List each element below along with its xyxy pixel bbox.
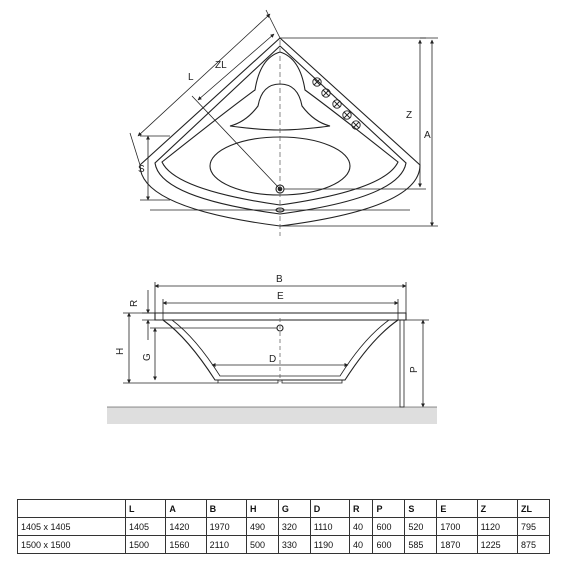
side-view-tub-body (162, 319, 399, 381)
side-view-feet (217, 379, 343, 384)
table-cell: 1420 (165, 517, 207, 536)
table-cell: 795 (516, 517, 551, 536)
dim-label-d: D (269, 354, 276, 365)
table-header-cell: Z (476, 499, 518, 518)
drawing-canvas: L ZL S Z A (107, 9, 438, 424)
table-cell: 600 (372, 535, 406, 554)
table-cell: 1700 (436, 517, 478, 536)
support-leg (399, 319, 405, 408)
table-header-cell: A (165, 499, 207, 518)
table-header-row: L A B H G D R P S E Z ZL (17, 499, 551, 518)
table-cell: 1500 (124, 535, 167, 554)
table-row: 1405 x 1405 1405 1420 1970 490 320 1110 … (17, 517, 551, 536)
table-cell: 2110 (205, 535, 247, 554)
jet-icon (351, 120, 361, 130)
table-header-cell: ZL (516, 499, 551, 518)
table-cell: 40 (348, 535, 374, 554)
dim-label-r: R (129, 300, 140, 307)
side-view (154, 312, 407, 408)
table-cell: 1500 x 1500 (17, 535, 126, 554)
table-cell: 40 (348, 517, 374, 536)
table-row: 1500 x 1500 1500 1560 2110 500 330 1190 … (17, 535, 551, 554)
side-view-dimensions (123, 282, 429, 408)
top-view-inner-rim (154, 45, 407, 215)
table-header-cell: H (245, 499, 279, 518)
table-cell: 875 (516, 535, 551, 554)
floor (107, 407, 437, 424)
table-cell: 1225 (476, 535, 518, 554)
table-cell: 1870 (436, 535, 478, 554)
dim-label-zl: ZL (215, 60, 227, 71)
massage-jets (312, 77, 361, 130)
dimensions-table: L A B H G D R P S E Z ZL 1405 x 1405 140… (17, 499, 551, 554)
table-header-cell: S (404, 499, 438, 518)
dim-label-z: Z (406, 110, 412, 121)
table-header-cell: G (277, 499, 311, 518)
table-cell: 1120 (476, 517, 518, 536)
table-cell: 1110 (309, 517, 350, 536)
table-header-cell: E (436, 499, 478, 518)
dim-label-e: E (277, 291, 284, 302)
table-cell: 490 (245, 517, 279, 536)
table-header-cell: L (124, 499, 167, 518)
dim-label-s: S (138, 164, 145, 175)
table-cell: 520 (404, 517, 438, 536)
table-cell: 1405 (124, 517, 167, 536)
table-header-cell: P (372, 499, 406, 518)
table-header-cell: D (309, 499, 350, 518)
jet-icon (321, 88, 331, 98)
jet-icon (312, 77, 322, 87)
table-cell: 1190 (309, 535, 350, 554)
jet-icon (342, 110, 352, 120)
dim-label-g: G (142, 353, 153, 361)
table-header-cell: B (205, 499, 247, 518)
table-header-cell (17, 499, 126, 518)
dim-label-b: B (276, 274, 283, 285)
jet-icon (332, 99, 342, 109)
table-cell: 1405 x 1405 (17, 517, 126, 536)
dim-label-l: L (188, 72, 194, 83)
table-cell: 585 (404, 535, 438, 554)
dim-label-h: H (115, 348, 126, 355)
table-header-cell: R (348, 499, 374, 518)
side-view-rim (154, 312, 407, 321)
table-cell: 500 (245, 535, 279, 554)
table-cell: 1560 (165, 535, 207, 554)
table-cell: 600 (372, 517, 406, 536)
dim-label-p: P (409, 366, 420, 373)
top-view-dimensions (129, 9, 438, 227)
table-cell: 330 (277, 535, 311, 554)
dim-label-a: A (424, 130, 431, 141)
table-cell: 320 (277, 517, 311, 536)
table-cell: 1970 (205, 517, 247, 536)
